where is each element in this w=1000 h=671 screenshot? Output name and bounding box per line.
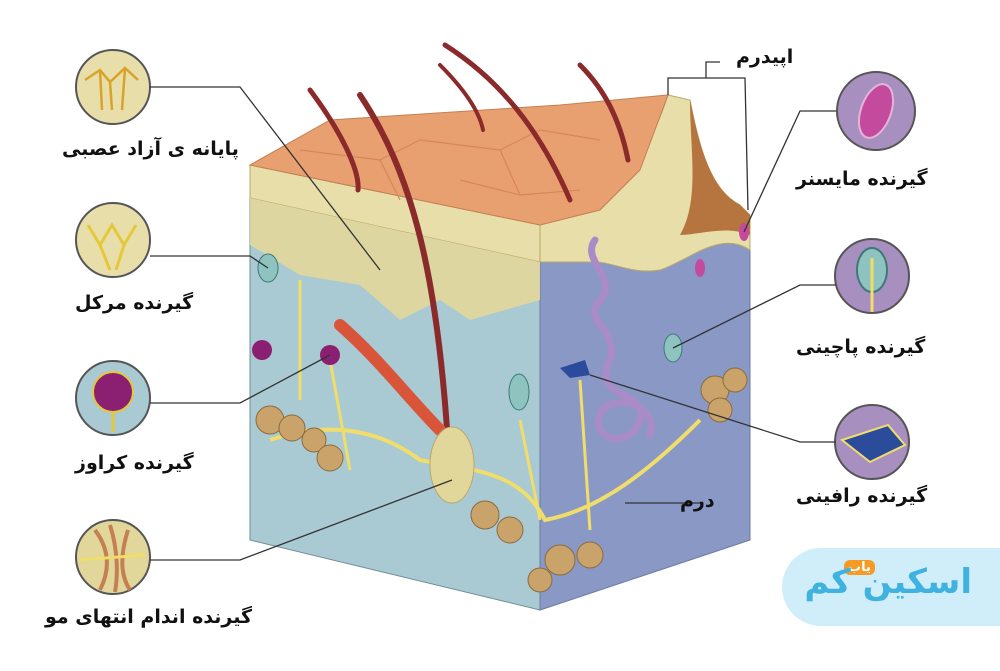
leader-lines [150, 61, 836, 561]
meissner-receptor [695, 259, 705, 277]
hair [357, 92, 453, 483]
free-nerve-endings-inset [75, 49, 151, 125]
label-hair-root: گیرنده اندام انتهای مو [45, 606, 253, 628]
merkel-inset [75, 202, 151, 278]
hair [307, 87, 361, 193]
nerve-fiber [298, 280, 592, 531]
label-epidermis: اپیدرم [736, 46, 794, 68]
ruffini-inset [834, 404, 910, 480]
epidermis-curl-inner [680, 100, 750, 235]
pacinian-inset [834, 238, 910, 314]
epidermis-left-lower [250, 198, 540, 320]
fat-lobules [255, 367, 748, 593]
meissner-inset [836, 71, 916, 151]
nerve-fiber [269, 418, 702, 523]
blood-vessel [334, 319, 446, 436]
label-krause: گیرنده کراوز [75, 452, 194, 474]
site-logo: یاب اسکین کم [782, 548, 1000, 626]
hair [577, 62, 631, 163]
label-meissner: گیرنده مایسنر [796, 168, 928, 190]
label-ruffini: گیرنده رافینی [796, 485, 928, 507]
label-pacinian: گیرنده پاچینی [796, 336, 926, 358]
logo-badge: یاب [844, 560, 875, 575]
label-merkel: گیرنده مرکل [75, 292, 194, 314]
sweat-gland [588, 236, 655, 442]
logo-text: اسکین کم [804, 562, 972, 602]
krause-receptor [252, 340, 272, 360]
hair-follicle [429, 426, 475, 504]
skin-surface [248, 94, 669, 226]
pacinian-receptor [508, 373, 530, 411]
ruffini-receptor [560, 360, 590, 378]
krause-inset [75, 360, 151, 436]
hair [438, 63, 485, 132]
label-free-nerve-endings: پایانه ی آزاد عصبی [62, 138, 239, 160]
hair [442, 42, 573, 203]
label-dermis: درم [680, 490, 715, 512]
hair-root-inset [75, 519, 151, 595]
